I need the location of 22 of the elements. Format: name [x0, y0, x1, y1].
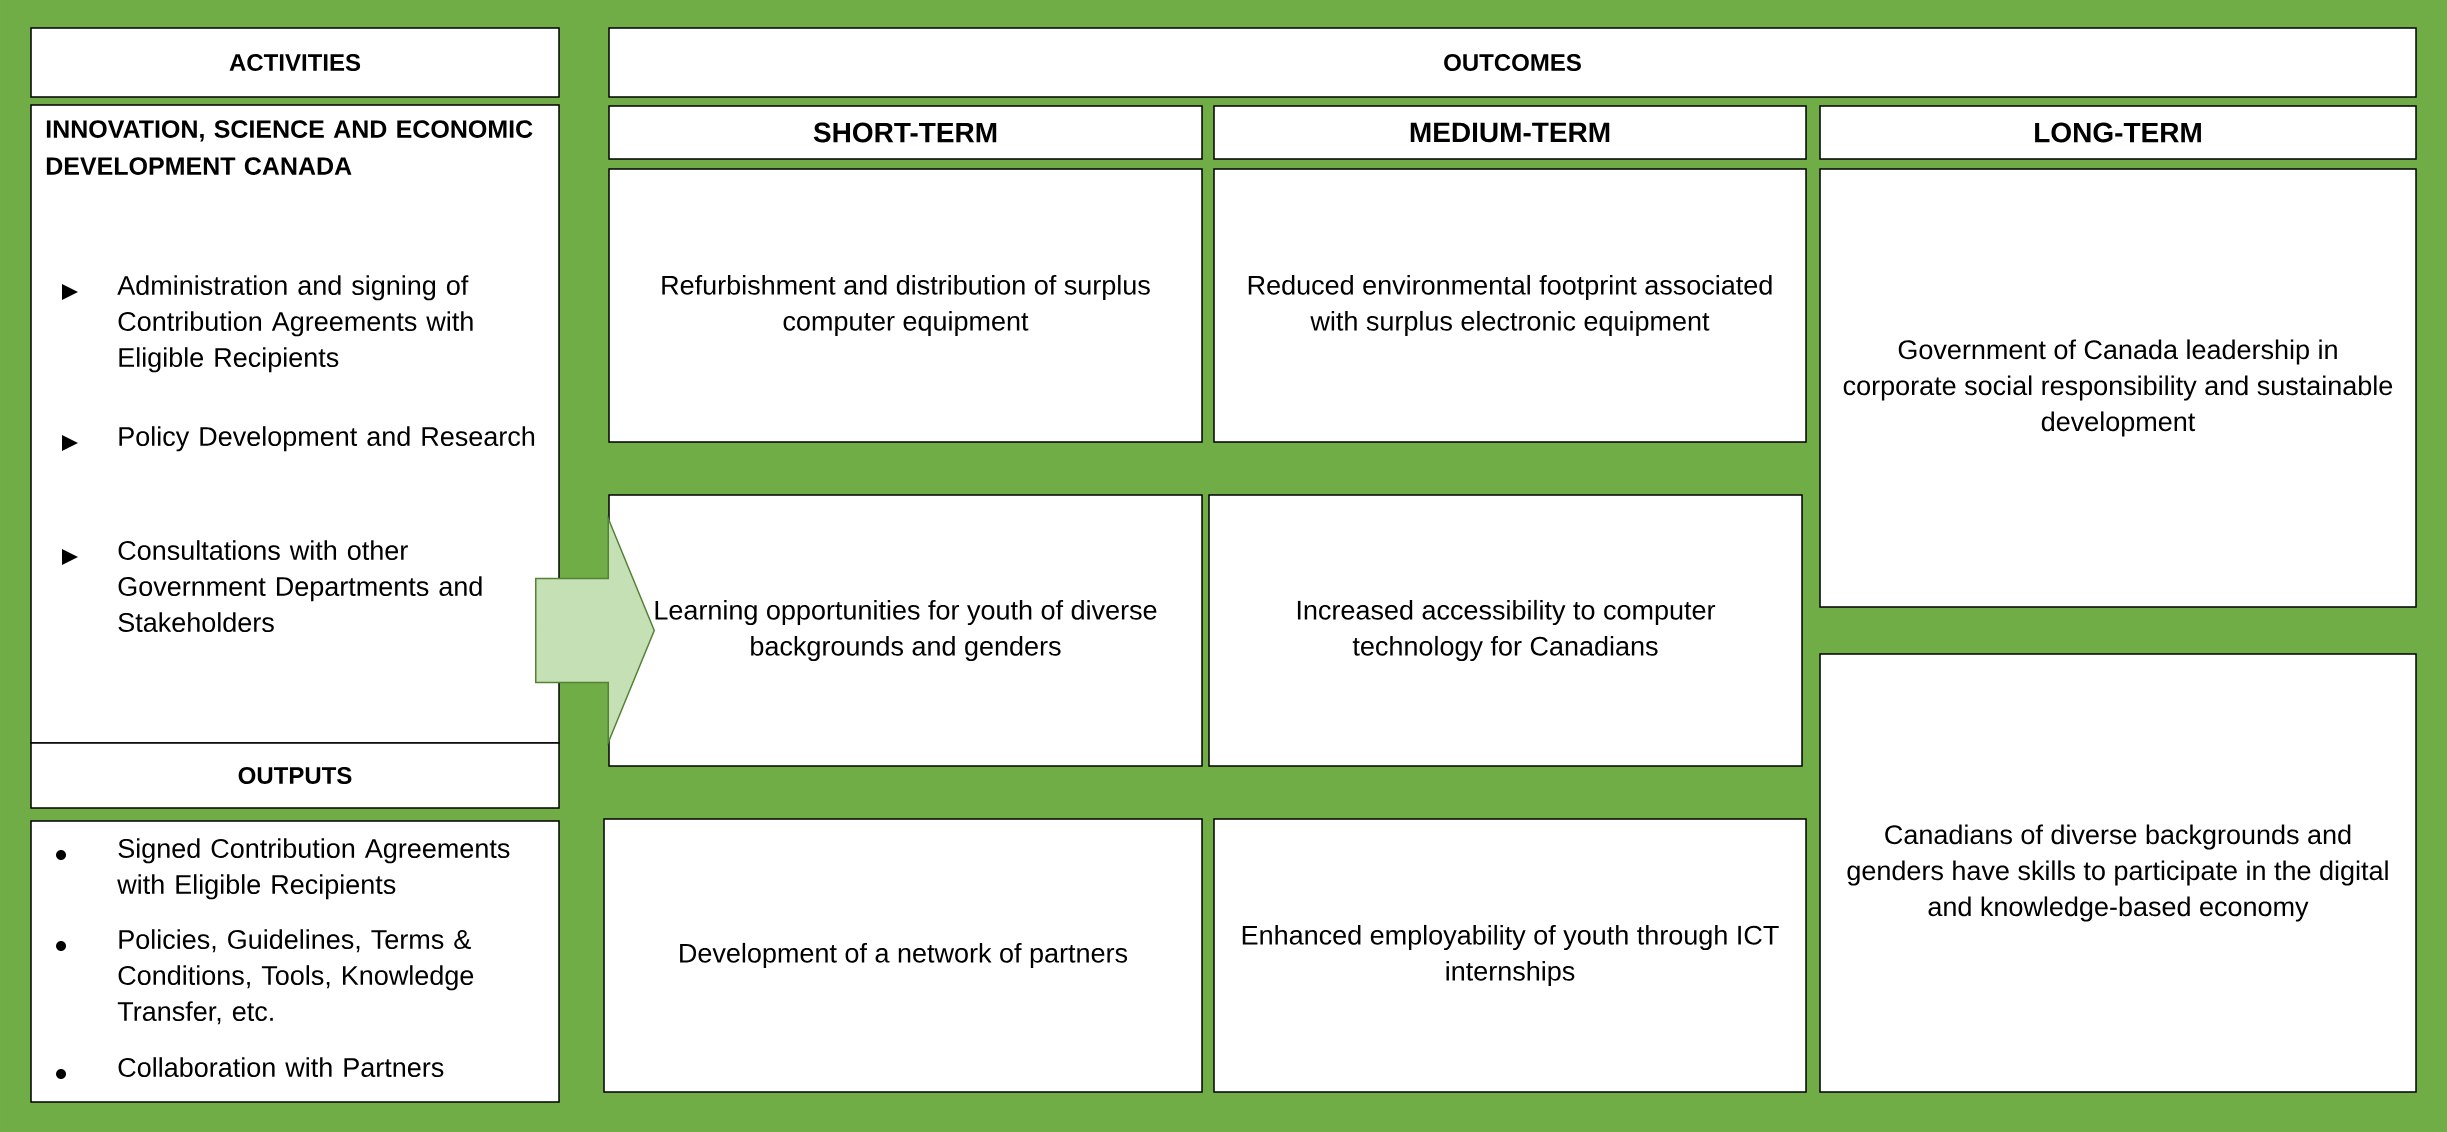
outcome-box: Reduced environmental footprint associated with surplus electronic equipment — [1213, 168, 1807, 443]
bullet-text: Signed Contribution Agreements with Eligible Recipients — [117, 838, 510, 900]
column-header: SHORT-TERM — [608, 105, 1203, 160]
outcome-box: Increased accessibility to computer technology for Canadians — [1208, 494, 1803, 767]
block-arrow — [535, 514, 656, 747]
bullet-text: Administration and signing of Contribution Agreements with Eligible Recipients — [117, 275, 473, 373]
outcome-box: Government of Canada leadership in corporate social responsibility and sustainable development — [1819, 168, 2417, 608]
bullet-text: Policy Development and Research — [119, 426, 535, 452]
outcome-box: Refurbishment and distribution of surplus computer equipment — [608, 168, 1203, 443]
outcome-box: Canadians of diverse backgrounds and genders have skills to participate in the digital and knowledge-based economy — [1819, 653, 2417, 1093]
bullet-text: Collaboration with Partners — [118, 1057, 444, 1078]
column-header: LONG-TERM — [1819, 105, 2417, 160]
outcome-box: Enhanced employability of youth through ICT internships — [1213, 818, 1807, 1093]
column-header: MEDIUM-TERM — [1213, 105, 1807, 160]
bullet-text: Consultations with other Government Departments and Stakeholders — [118, 540, 482, 633]
outcome-box: Development of a network of partners — [603, 818, 1203, 1093]
bullet-text: Policies, Guidelines, Terms & Conditions, Tools, Knowledge Transfer, etc. — [117, 929, 474, 1025]
section-header: OUTPUTS — [30, 742, 560, 809]
section-header: ACTIVITIES — [30, 27, 560, 98]
panel-heading: INNOVATION, SCIENCE AND ECONOMIC DEVELOPMENT CANADA — [46, 120, 533, 175]
outcome-box: Learning opportunities for youth of diverse backgrounds and genders — [608, 494, 1203, 767]
section-header: OUTCOMES — [608, 27, 2417, 98]
